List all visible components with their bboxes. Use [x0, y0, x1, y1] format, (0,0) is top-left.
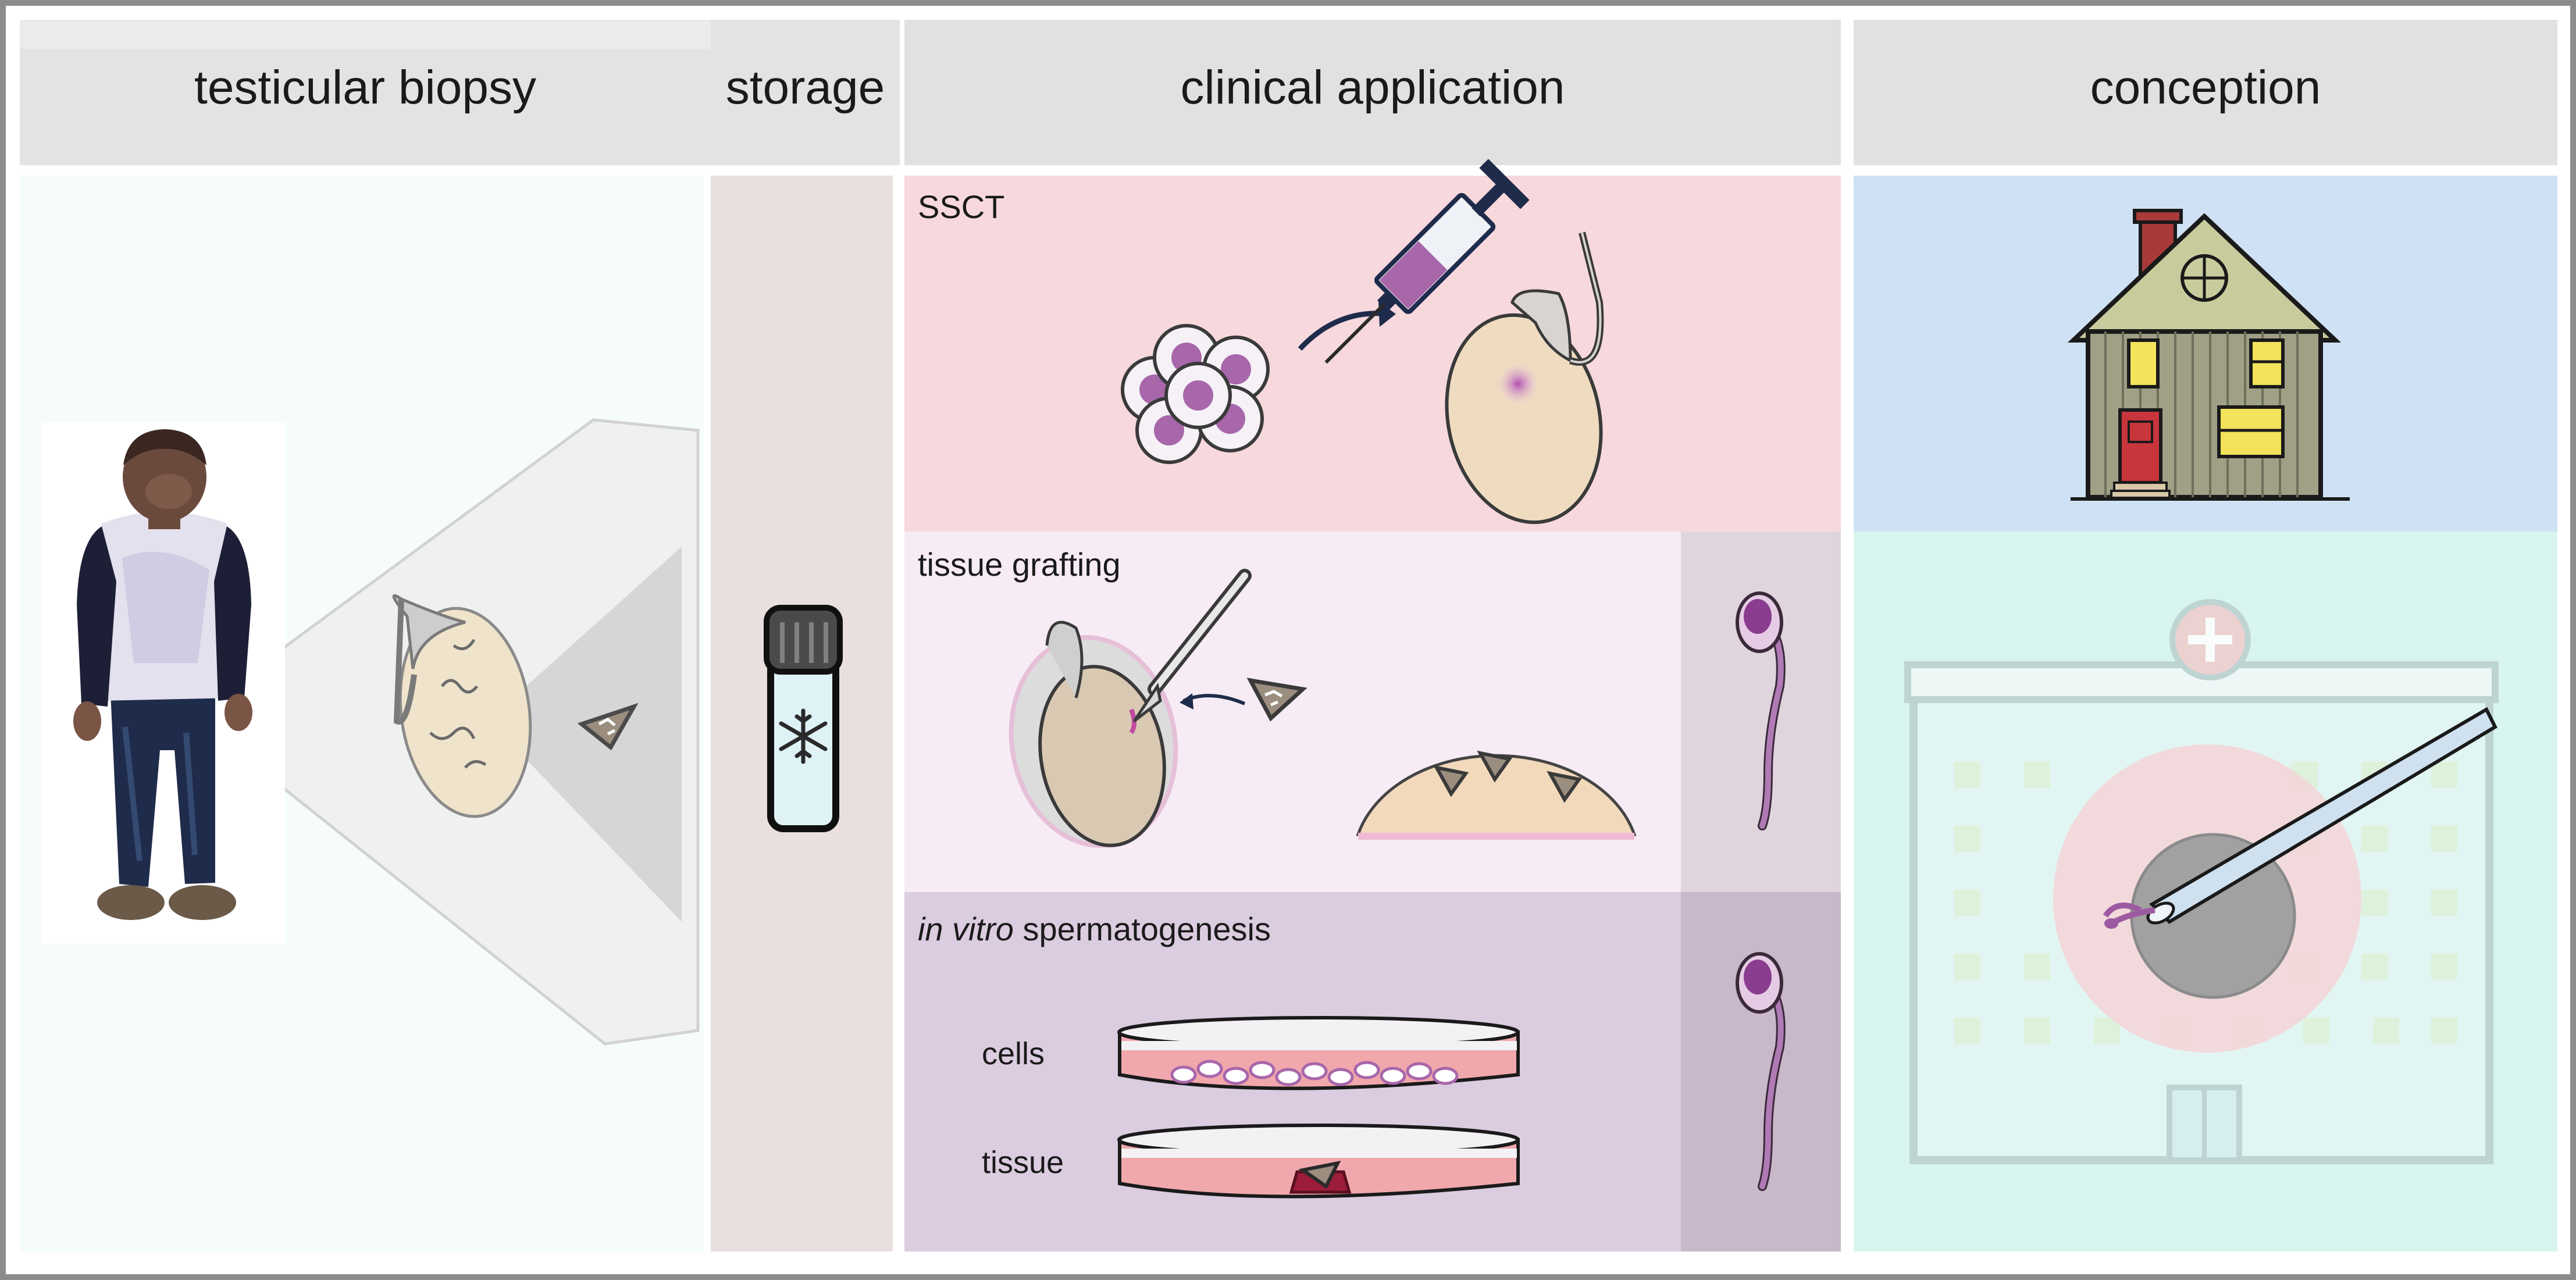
testis-icon: [392, 594, 532, 818]
scalpel-icon: [1132, 569, 1252, 722]
syringe-icon: [1324, 159, 1530, 364]
petri-dish-icon: [1117, 1016, 1520, 1090]
cryovial-icon: [764, 605, 843, 832]
ssct-testis: [1445, 231, 1604, 525]
graft-fragment-icon: [1246, 678, 1307, 722]
header-testicular-biopsy: testicular biopsy: [194, 61, 536, 114]
ssct-panel: [904, 176, 1841, 532]
oocyte-icon: [2053, 744, 2361, 1053]
label-in-vitro: in vitro: [918, 911, 1014, 947]
child-figure: [42, 422, 285, 943]
header-storage: storage: [725, 61, 885, 114]
header-bar-storage: [711, 20, 900, 165]
label-ssct: SSCT: [918, 188, 1005, 225]
header-clinical-application: clinical application: [1180, 61, 1565, 114]
label-tissue-grafting: tissue grafting: [918, 546, 1121, 583]
graft-dome-icon: [1356, 750, 1637, 840]
label-tissue: tissue: [982, 1145, 1064, 1180]
micropipette-icon: [2104, 707, 2497, 929]
sperm-icon: [1736, 591, 1786, 830]
grafting-testis: [1009, 621, 1178, 848]
header-bar-conception: [1854, 20, 2557, 165]
sperm-icon: [1736, 952, 1786, 1191]
header-bar-clinical: [904, 20, 1841, 165]
transfer-arrow: [1298, 311, 1391, 351]
invitro-sperm-panel: [1681, 892, 1841, 1252]
label-cells: cells: [982, 1036, 1045, 1071]
zoom-triangle: [489, 547, 682, 922]
snowflake-icon: [779, 708, 828, 764]
grafting-sperm-panel: [1681, 532, 1841, 892]
tissue-fragment-icon: [577, 703, 639, 751]
label-spermatogenesis: spermatogenesis: [1013, 911, 1271, 947]
petri-dish-icon: [1117, 1124, 1520, 1199]
label-in-vitro-spermatogenesis: in vitro spermatogenesis: [918, 913, 1271, 946]
header-conception: conception: [2090, 61, 2321, 114]
house-icon: [2067, 209, 2350, 501]
cell-cluster-icon: [1121, 324, 1270, 464]
